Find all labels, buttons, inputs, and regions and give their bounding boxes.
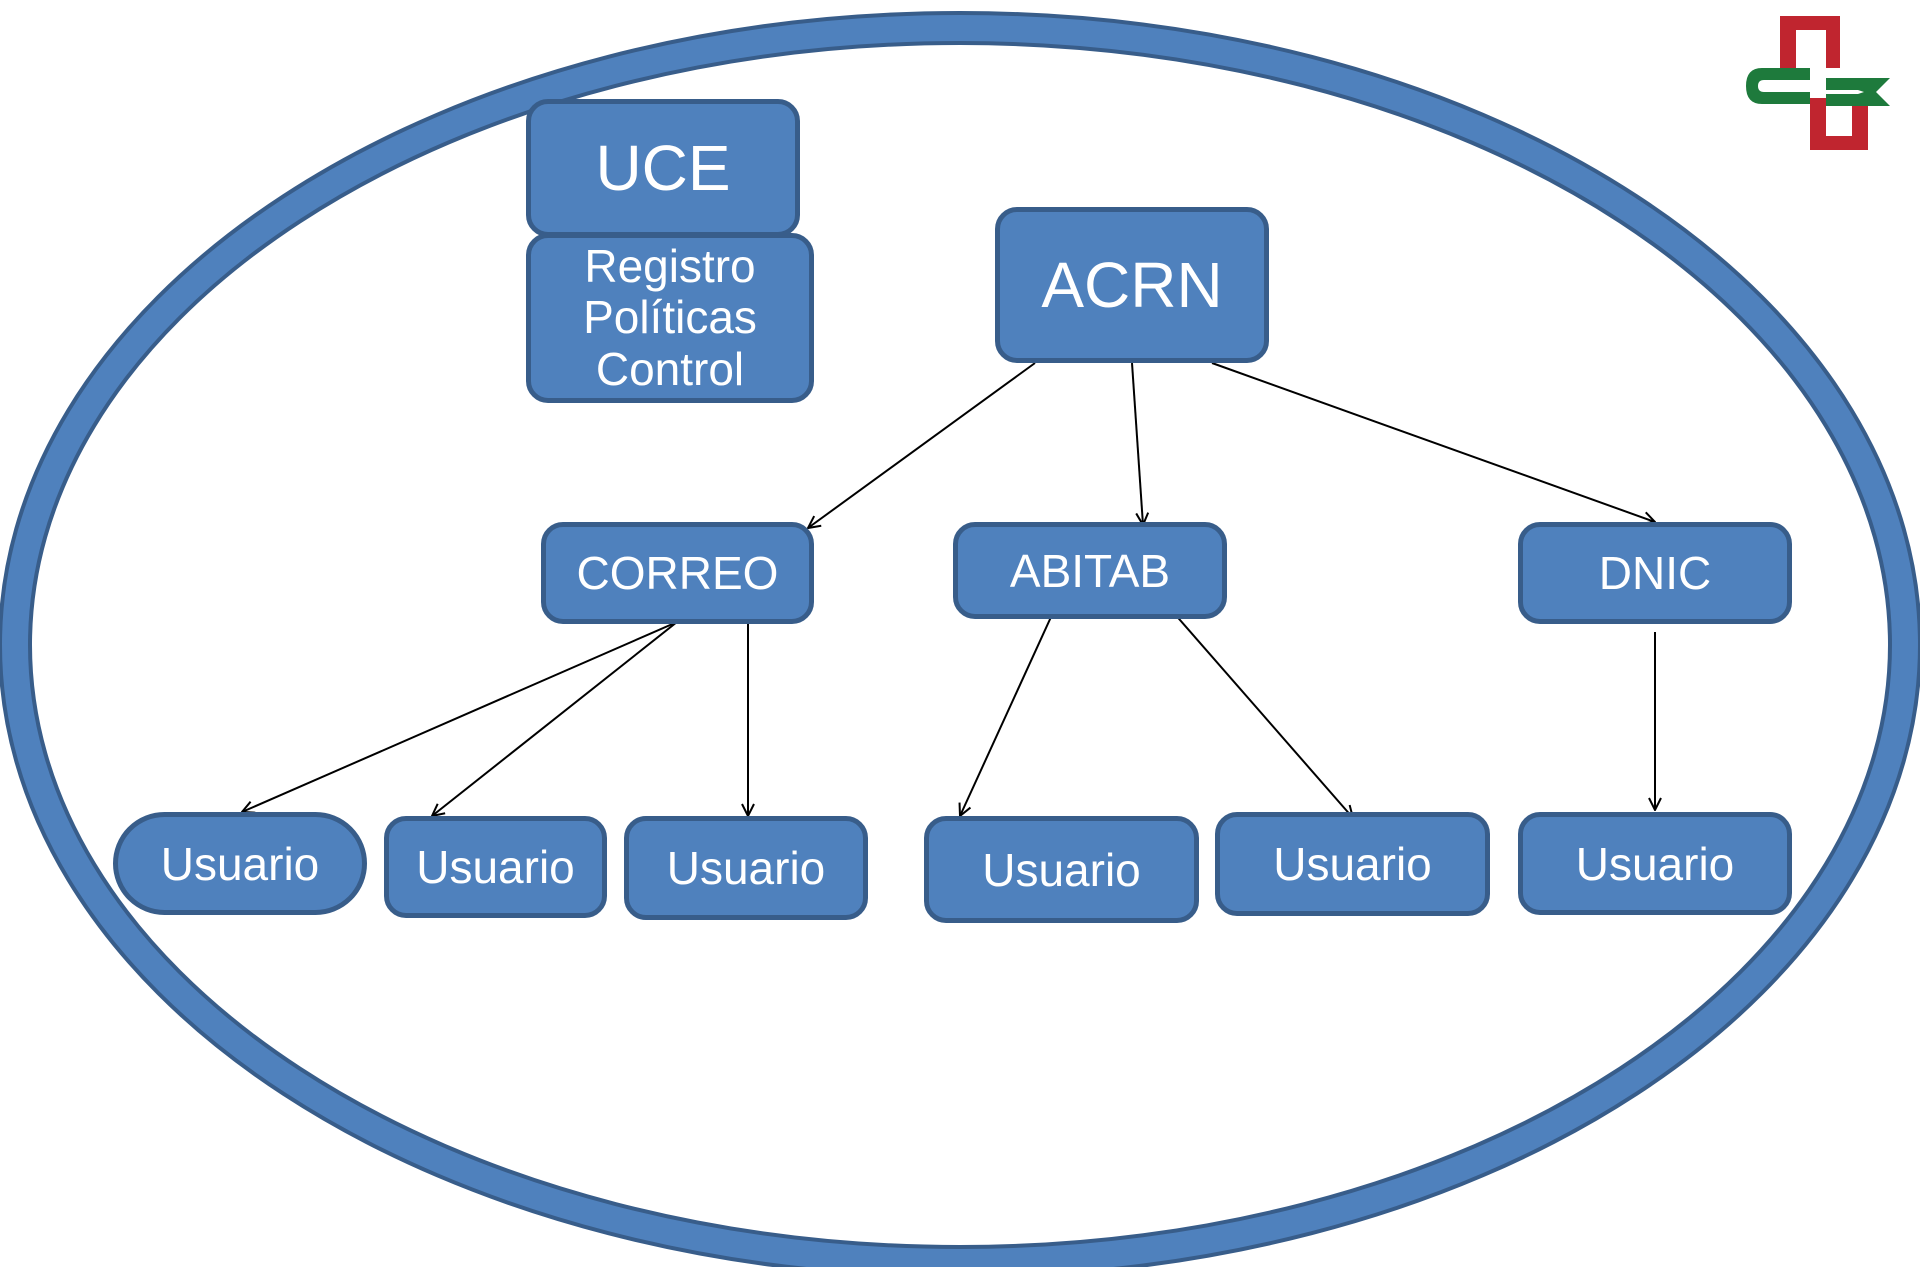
- node-usuario-2: Usuario: [384, 816, 607, 918]
- usuario-label: Usuario: [1273, 838, 1432, 890]
- node-abitab: ABITAB: [953, 522, 1227, 619]
- node-correo-label: CORREO: [576, 547, 779, 599]
- usuario-label: Usuario: [160, 837, 320, 890]
- arrow-acrn-abitab: [1131, 362, 1143, 525]
- node-uce-label: UCE: [595, 132, 731, 204]
- usuario-label: Usuario: [1575, 837, 1735, 890]
- node-usuario-6: Usuario: [1518, 812, 1792, 915]
- node-acrn-label: ACRN: [1041, 249, 1223, 321]
- usuario-label: Usuario: [666, 842, 826, 894]
- boundary-ellipse-fill: [2, 15, 1918, 1267]
- arrow-acrn-correo: [808, 362, 1036, 528]
- node-control-label: Control: [595, 342, 745, 395]
- node-registro-label: Registro: [584, 239, 756, 292]
- node-abitab-label: ABITAB: [1009, 544, 1171, 597]
- usuario-label: Usuario: [416, 841, 575, 893]
- arrow-acrn-dnic: [1211, 362, 1655, 522]
- node-registro-politicas-control: Registro Políticas Control: [526, 233, 814, 403]
- institution-logo-icon: [1746, 16, 1890, 150]
- node-politicas-label: Políticas: [583, 291, 757, 344]
- node-dnic-label: DNIC: [1598, 547, 1712, 599]
- arrow-correo-user2: [432, 621, 678, 816]
- node-usuario-4: Usuario: [924, 816, 1199, 923]
- node-usuario-1: Usuario: [113, 812, 367, 915]
- node-uce: UCE: [526, 99, 800, 237]
- node-correo: CORREO: [541, 522, 814, 624]
- arrow-abitab-user5: [1172, 611, 1353, 818]
- arrows: [242, 362, 1655, 818]
- arrow-abitab-user4: [960, 616, 1052, 816]
- node-usuario-3: Usuario: [624, 816, 868, 920]
- node-usuario-5: Usuario: [1215, 812, 1490, 916]
- arrow-correo-user1: [242, 621, 678, 812]
- node-dnic: DNIC: [1518, 522, 1792, 624]
- usuario-label: Usuario: [982, 843, 1141, 896]
- node-acrn: ACRN: [995, 207, 1269, 363]
